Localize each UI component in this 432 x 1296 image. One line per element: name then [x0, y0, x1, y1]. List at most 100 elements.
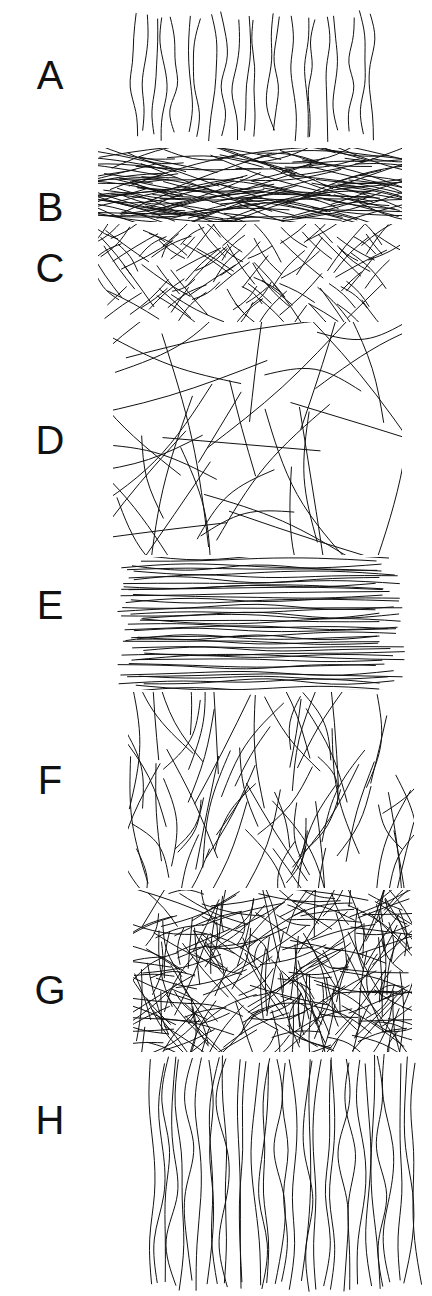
layer-letter: G — [34, 970, 65, 1010]
fiber-line — [252, 20, 255, 137]
fiber-line — [358, 1028, 407, 1041]
fiber-line — [282, 971, 309, 1019]
fiber-line — [133, 944, 186, 973]
fiber-line — [278, 841, 295, 888]
fiber-line — [266, 13, 274, 130]
fiber-line — [123, 581, 400, 584]
fiber-line — [302, 160, 402, 190]
fiber-line — [265, 409, 353, 555]
fiber-line — [130, 609, 375, 614]
fiber-line — [318, 757, 338, 806]
fiber-line — [128, 728, 143, 808]
fiber-line — [276, 915, 310, 926]
fiber-line — [246, 287, 267, 303]
fiber-line — [167, 749, 218, 858]
fiber-line — [139, 237, 166, 257]
fiber-line — [141, 619, 400, 624]
fiber-line — [204, 494, 355, 555]
fiber-line — [254, 695, 264, 808]
fiber-line — [233, 286, 257, 310]
fiber-line — [348, 18, 354, 132]
fiber-line — [292, 764, 358, 867]
fiber-line — [205, 922, 218, 967]
fiber-line — [345, 1063, 356, 1290]
fiber-line — [133, 1006, 170, 1030]
fiber-line — [194, 953, 242, 975]
fiber-line — [203, 751, 231, 868]
fiber-line — [202, 904, 281, 926]
fiber-line — [346, 257, 373, 291]
fiber-line — [254, 238, 282, 274]
fiber-line — [361, 224, 400, 246]
fiber-line — [104, 246, 135, 289]
fiber-line — [301, 982, 329, 1052]
fiber-line — [184, 1058, 193, 1281]
fiber-line — [314, 980, 392, 992]
fiber-line — [152, 692, 159, 760]
layer-letter: B — [37, 187, 64, 227]
fiber-line — [222, 1056, 226, 1284]
fiber-line — [398, 1063, 402, 1280]
fiber-line — [113, 360, 267, 420]
fiber-line — [232, 20, 240, 140]
fiber-line — [352, 1035, 410, 1052]
fiber-line — [309, 304, 338, 322]
fiber-line — [289, 1059, 297, 1289]
fiber-line — [129, 692, 140, 809]
fiber-line — [366, 694, 381, 788]
fiber-line — [331, 165, 402, 204]
fiber-line — [230, 298, 263, 322]
fiber-line — [378, 805, 402, 850]
fiber-line — [101, 148, 174, 159]
fiber-line — [143, 647, 390, 651]
fiber-line — [170, 17, 178, 132]
fiber-line — [263, 1058, 270, 1283]
fiber-line — [313, 1004, 335, 1052]
fiber-line — [211, 224, 242, 252]
fiber-line — [309, 148, 402, 165]
fiber-line — [281, 240, 324, 278]
fiber-line — [152, 19, 158, 135]
fiber-line — [337, 304, 362, 322]
fiber-line — [397, 916, 410, 950]
fiber-line — [273, 250, 305, 286]
fiber-line — [325, 210, 402, 213]
fiber-line — [250, 1031, 276, 1052]
fiber-line — [286, 830, 307, 883]
fiber-line — [294, 903, 353, 915]
fiber-line — [164, 1026, 222, 1052]
fiber-line — [248, 246, 272, 259]
fiber-line — [185, 248, 219, 281]
fiber-line — [181, 227, 205, 245]
fiber-line — [160, 18, 167, 141]
fiber-line — [282, 1063, 289, 1282]
layer-letter: F — [38, 760, 62, 800]
fiber-line — [111, 224, 138, 238]
fiber-line — [382, 1006, 411, 1026]
fiber-line — [332, 148, 402, 178]
fiber-layer — [118, 557, 405, 690]
fiber-line — [272, 801, 328, 888]
fiber-line — [382, 1019, 412, 1031]
fiber-line — [377, 904, 385, 951]
fiber-line — [136, 685, 379, 690]
fiber-line — [281, 227, 307, 247]
fiber-line — [280, 273, 322, 315]
fiber-line — [221, 12, 228, 136]
fiber-line — [170, 148, 296, 175]
fiber-line — [157, 296, 204, 322]
fiber-line — [348, 932, 383, 997]
fiber-line — [113, 431, 186, 555]
layer-letter: C — [36, 248, 65, 288]
fiber-line — [249, 224, 281, 262]
fiber-line — [324, 1058, 332, 1287]
fiber-line — [220, 155, 315, 164]
fiber-line — [230, 380, 256, 476]
fiber-line — [244, 151, 339, 163]
fiber-line — [239, 1061, 246, 1282]
fiber-line — [383, 751, 414, 814]
fiber-line — [305, 18, 309, 138]
fiber-line — [203, 956, 272, 995]
fiber-line — [299, 789, 341, 856]
fiber-line — [306, 224, 353, 241]
